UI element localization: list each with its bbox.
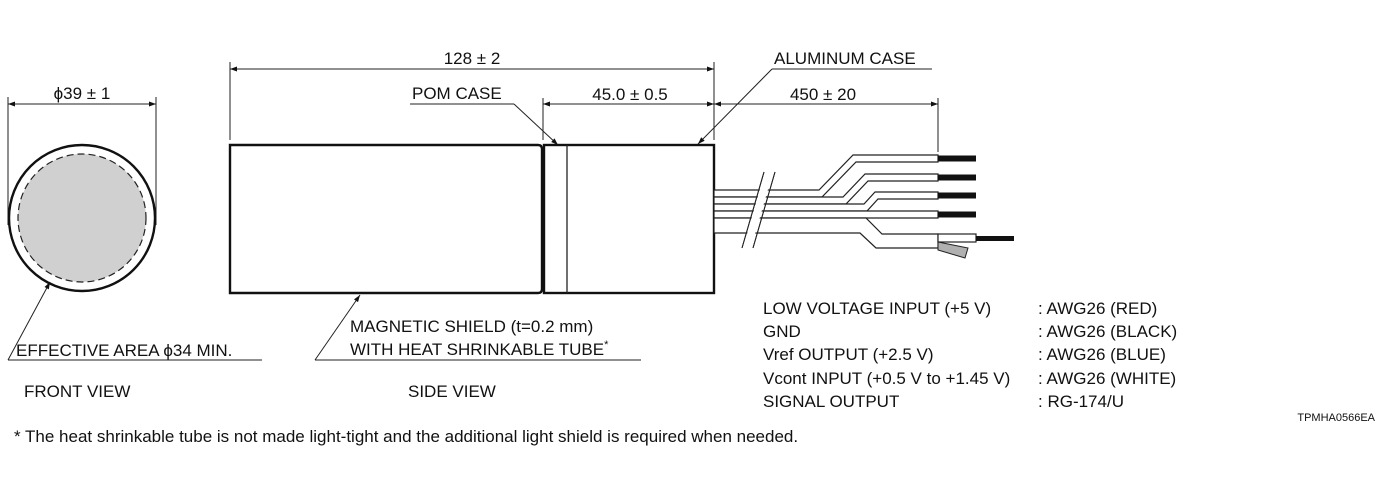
wire-2-conductor (938, 174, 976, 181)
wiring-row: Vcont INPUT (+0.5 V to +1.45 V) : AWG26 … (763, 369, 1176, 388)
wire-3-conductor (938, 192, 976, 199)
wiring-wire: : AWG26 (BLUE) (1038, 345, 1166, 364)
case-body (542, 143, 716, 295)
pom-case-leader (513, 103, 559, 146)
wiring-wire: : AWG26 (RED) (1038, 299, 1157, 318)
diameter-label: ϕ39 ± 1 (54, 84, 111, 103)
aluminum-case-label: ALUMINUM CASE (774, 49, 916, 68)
wiring-row: GND : AWG26 (BLACK) (763, 322, 1177, 341)
drawing-code: TPMHA0566EA (1297, 412, 1375, 424)
wiring-wire: : RG-174/U (1038, 392, 1124, 411)
wire-4-conductor (938, 211, 976, 218)
effective-area-circle (17, 153, 147, 283)
wiring-signal: Vcont INPUT (+0.5 V to +1.45 V) (763, 369, 1010, 388)
cable-length-label: 450 ± 20 (790, 85, 856, 104)
magnetic-shield-leader (314, 294, 361, 361)
wiring-row: Vref OUTPUT (+2.5 V) : AWG26 (BLUE) (763, 345, 1166, 364)
wiring-row: SIGNAL OUTPUT : RG-174/U (763, 392, 1124, 411)
coax-shield-braid (937, 241, 969, 259)
wiring-signal: Vref OUTPUT (+2.5 V) (763, 345, 934, 364)
wiring-signal: LOW VOLTAGE INPUT (+5 V) (763, 299, 991, 318)
aluminum-length-label: 45.0 ± 0.5 (592, 85, 668, 104)
wiring-signal: SIGNAL OUTPUT (763, 392, 899, 411)
break-gap (743, 172, 773, 248)
wiring-row: LOW VOLTAGE INPUT (+5 V) : AWG26 (RED) (763, 299, 1157, 318)
front-view: ϕ39 ± 1 EFFECTIVE AREA ϕ34 MIN. FRONT VI… (7, 84, 262, 401)
pom-case-label: POM CASE (412, 84, 502, 103)
wiring-signal: GND (763, 322, 801, 341)
magnetic-shield-label-line2: WITH HEAT SHRINKABLE TUBE* (350, 339, 609, 359)
wire-1-conductor (938, 155, 976, 162)
coax-dielectric (937, 233, 977, 243)
total-length-label: 128 ± 2 (444, 49, 501, 68)
front-view-label: FRONT VIEW (24, 382, 130, 401)
aluminum-case-leader (697, 68, 773, 145)
magnetic-shield-body (228, 143, 544, 295)
wire-4 (713, 210, 939, 219)
magnetic-shield-label-line1: MAGNETIC SHIELD (t=0.2 mm) (350, 317, 593, 336)
effective-area-label: EFFECTIVE AREA ϕ34 MIN. (16, 341, 232, 360)
break-mark-left-overlay (741, 171, 765, 249)
side-view-label: SIDE VIEW (408, 382, 496, 401)
effective-area-leader (7, 281, 51, 361)
cable-bundle (713, 154, 1014, 259)
wiring-table: LOW VOLTAGE INPUT (+5 V) : AWG26 (RED) G… (763, 299, 1177, 411)
wiring-wire: : AWG26 (BLACK) (1038, 322, 1177, 341)
wiring-wire: : AWG26 (WHITE) (1038, 369, 1176, 388)
side-view: 128 ± 2 45.0 ± 0.5 450 ± 20 POM CASE ALU… (228, 49, 1014, 401)
footnote: * The heat shrinkable tube is not made l… (14, 427, 798, 446)
break-mark-right-overlay (752, 171, 776, 249)
coax-center-conductor (976, 236, 1014, 241)
